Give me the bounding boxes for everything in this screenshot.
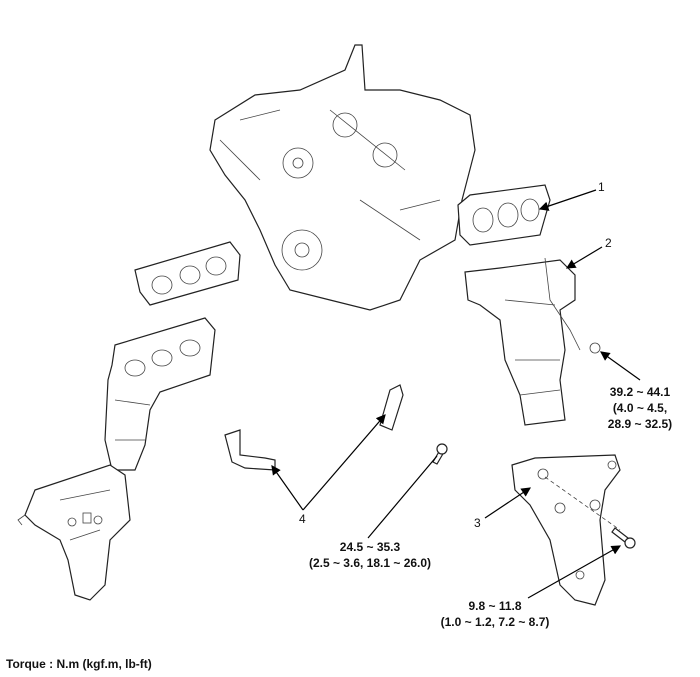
torque-bracket-bolt: 24.5 ~ 35.3 (2.5 ~ 3.6, 18.1 ~ 26.0) [290,539,450,571]
callout-3: 3 [474,516,481,530]
torque-kgfm: (4.0 ~ 4.5, [612,401,668,415]
gasket-right [457,184,551,246]
leader-lines [271,189,641,599]
torque-kgfm-lbft: (2.5 ~ 3.6, 18.1 ~ 26.0) [308,556,432,570]
heat-protector-left [17,464,131,601]
torque-heat-protector-bolt: 9.8 ~ 11.8 (1.0 ~ 1.2, 7.2 ~ 8.7) [415,598,575,630]
bracket-right [379,384,404,431]
callout-4: 4 [299,512,306,526]
callout-1: 1 [598,180,605,194]
exhaust-manifold-left [104,317,216,471]
bracket-left [224,429,276,471]
torque-nm: 24.5 ~ 35.3 [339,540,401,554]
bolt-heat-protector [611,527,636,549]
heat-protector-right [511,454,621,606]
torque-nm: 39.2 ~ 44.1 [609,385,671,399]
gasket-left [134,241,241,306]
torque-nm: 9.8 ~ 11.8 [468,599,522,613]
bolt-bracket [432,443,448,465]
torque-manifold-nut: 39.2 ~ 44.1 (4.0 ~ 4.5, 28.9 ~ 32.5) [600,384,680,432]
torque-kgfm-lbft: (1.0 ~ 1.2, 7.2 ~ 8.7) [440,615,550,629]
torque-lbft: 28.9 ~ 32.5) [607,417,673,431]
torque-units-legend: Torque : N.m (kgf.m, lb-ft) [6,657,152,671]
engine-block [209,44,476,311]
exhaust-manifold-right [464,257,601,426]
callout-2: 2 [605,236,612,250]
